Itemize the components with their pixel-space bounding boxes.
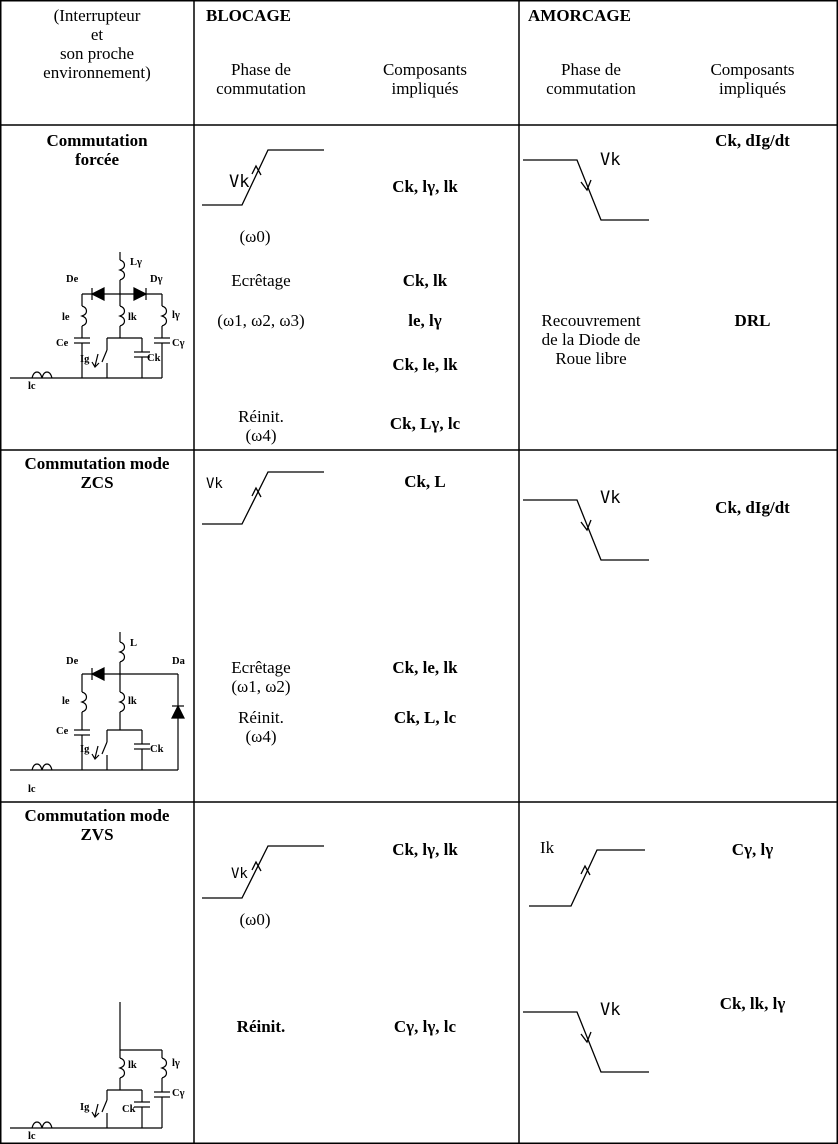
waveform-rising-zcs (202, 471, 324, 525)
comp-zcs-3: Ck, L, lc (393, 708, 457, 727)
comp-zcs-amor-1: Ck, dIg/dt (715, 498, 790, 517)
wave-label-zcs-block: Vk (206, 476, 223, 492)
waveform-ik-rising-zvs (529, 849, 645, 907)
row-zvs-title: Commutation mode ZVS (24, 806, 170, 844)
comp-forcee-amor-1: Ck, dIg/dt (715, 131, 790, 150)
ecretage-forcee: Ecrêtage (231, 271, 291, 290)
circ-zcs-le: le (62, 696, 70, 707)
circuit-forcee (10, 252, 170, 379)
omega0-zvs: (ω0) (239, 910, 271, 929)
circ-forcee-Ce: Ce (56, 338, 69, 349)
comp-forcee-4: Ck, le, lk (392, 355, 458, 374)
header-phase-blocage: Phase de commutation (216, 60, 306, 98)
circ-forcee-le: le (62, 312, 70, 323)
wave-label-forcee-block: Vk (229, 172, 250, 192)
comp-zvs-amor-2: Ck, lk, lγ (719, 994, 786, 1013)
waveform-vk-falling-zvs (523, 1011, 649, 1073)
header-amorcage: AMORCAGE (528, 6, 631, 25)
ecretage-zcs: Ecrêtage (ω1, ω2) (231, 658, 291, 696)
row-forcee-title: Commutation forcée (46, 131, 148, 169)
comp-zcs-2: Ck, le, lk (392, 658, 458, 677)
circ-zvs-ly: lγ (172, 1058, 180, 1069)
header-switch-env: (Interrupteur et son proche environnemen… (43, 6, 151, 82)
wave-label-zvs-ik: Ik (540, 838, 555, 857)
wave-label-zcs-amor: Vk (600, 488, 621, 508)
comp-forcee-5: Ck, Lγ, lc (389, 414, 461, 433)
header-blocage: BLOCAGE (206, 6, 292, 25)
circ-zcs-Ce: Ce (56, 726, 69, 737)
circ-zvs-Ig: Ig (80, 1102, 90, 1113)
comp-zcs-1: Ck, L (404, 472, 446, 491)
waveform-falling-forcee (523, 159, 649, 221)
circ-zcs-L: L (130, 638, 138, 649)
circ-forcee-lk: lk (128, 312, 137, 323)
circ-zvs-Cy: Cγ (172, 1088, 185, 1099)
row-zcs-title: Commutation mode ZCS (24, 454, 170, 492)
recouvrement-phase: Recouvrement de la Diode de Roue libre (541, 311, 641, 368)
circ-forcee-Ly: Lγ (130, 257, 142, 268)
comp-zvs-2: Cγ, lγ, lc (393, 1017, 457, 1036)
comp-forcee-1: Ck, lγ, lk (392, 177, 458, 196)
comp-zvs-amor-1: Cγ, lγ (731, 840, 774, 859)
reinit-forcee: Réinit. (ω4) (238, 407, 284, 445)
waveform-rising-forcee (202, 149, 324, 206)
circ-zcs-De: De (66, 656, 79, 667)
circ-forcee-ly: lγ (172, 310, 180, 321)
circ-forcee-De: De (66, 274, 79, 285)
circ-zcs-Ig: Ig (80, 744, 90, 755)
circ-zvs-lc: lc (28, 1131, 36, 1142)
header-phase-amorcage: Phase de commutation (546, 60, 636, 98)
comp-forcee-2: Ck, lk (402, 271, 448, 290)
circ-forcee-Ig: Ig (80, 354, 90, 365)
omega123-forcee: (ω1, ω2, ω3) (217, 311, 305, 330)
omega0-forcee: (ω0) (239, 227, 271, 246)
circ-zcs-lk: lk (128, 696, 137, 707)
circ-zvs-Ck: Ck (122, 1104, 136, 1115)
circ-zcs-Da: Da (172, 656, 185, 667)
circuit-zcs (10, 632, 185, 771)
circuit-zvs (10, 1002, 170, 1129)
circ-forcee-Cy: Cγ (172, 338, 185, 349)
circ-zvs-lk: lk (128, 1060, 137, 1071)
comp-forcee-3: le, lγ (408, 311, 442, 330)
waveform-rising-zvs (202, 845, 324, 899)
waveform-falling-zcs (523, 499, 649, 561)
header-composants-amorcage: Composants impliqués (710, 60, 795, 98)
comp-forcee-amor-2: DRL (734, 311, 771, 330)
reinit-zcs: Réinit. (ω4) (238, 708, 284, 746)
circ-zcs-Ck: Ck (150, 744, 164, 755)
wave-label-zvs-block: Vk (231, 866, 248, 882)
reinit-zvs: Réinit. (236, 1017, 286, 1036)
circ-forcee-lc: lc (28, 381, 36, 392)
header-composants-blocage: Composants impliqués (382, 60, 468, 98)
circ-forcee-Dy: Dγ (150, 274, 163, 285)
circ-forcee-Ck: Ck (147, 353, 161, 364)
wave-label-forcee-amor: Vk (600, 150, 621, 170)
wave-label-zvs-vk: Vk (600, 1000, 621, 1020)
circ-zcs-lc: lc (28, 784, 36, 795)
comp-zvs-1: Ck, lγ, lk (392, 840, 458, 859)
